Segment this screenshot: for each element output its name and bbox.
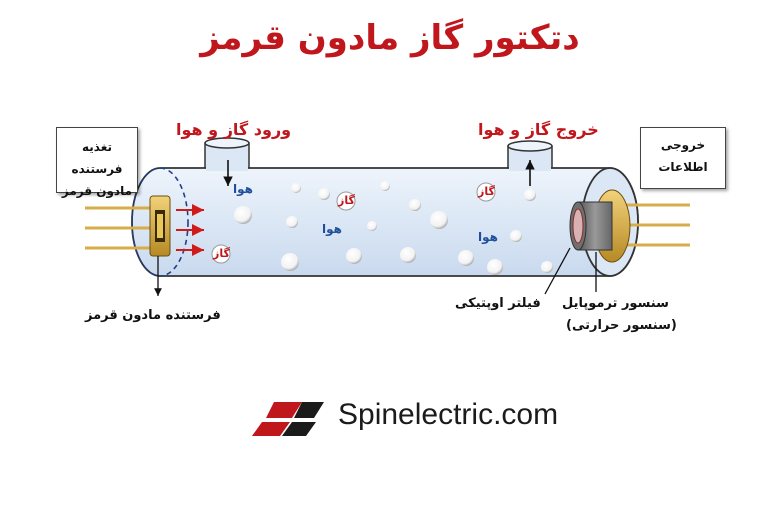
data-output-box: خروجی اطلاعات bbox=[640, 127, 726, 189]
transmitter-power-line2: مادون قرمز bbox=[61, 184, 133, 198]
inlet-label: ورود گاز و هوا bbox=[176, 120, 292, 139]
air-label: هوا bbox=[322, 222, 342, 236]
ir-transmitter bbox=[149, 195, 171, 257]
gas-label: گاز bbox=[338, 194, 355, 207]
gas-label: گاز bbox=[478, 185, 495, 198]
transmitter-power-box: تغذیه فرستنده مادون قرمز bbox=[56, 127, 138, 198]
air-label: هوا bbox=[233, 182, 253, 196]
data-output-line1: خروجی bbox=[660, 138, 706, 152]
sensor-pins bbox=[620, 203, 690, 247]
thermopile-label: سنسور ترموپایل bbox=[562, 296, 669, 311]
air-label: هوا bbox=[478, 230, 498, 244]
outlet-label: خروج گاز و هوا bbox=[478, 120, 599, 139]
data-output-line2: اطلاعات bbox=[658, 160, 708, 174]
thermopile-sensor bbox=[569, 189, 631, 263]
diagram-title: دتکتور گاز مادون قرمز bbox=[200, 18, 580, 58]
optical-filter-label: فیلتر اوپتیکی bbox=[455, 296, 541, 311]
thermal-sensor-label: (سنسور حرارتی) bbox=[566, 318, 677, 333]
transmitter-pins bbox=[85, 206, 155, 250]
ir-rays bbox=[176, 204, 204, 256]
molecules bbox=[211, 181, 553, 275]
brand-site: Spinelectric.com bbox=[338, 398, 559, 431]
transmitter-label: فرستنده مادون قرمز bbox=[85, 308, 221, 323]
gas-label: گاز bbox=[213, 247, 230, 260]
leader-lines bbox=[154, 247, 597, 296]
spinelectric-logo bbox=[252, 402, 324, 436]
transmitter-power-line1: تغذیه فرستنده bbox=[71, 140, 123, 176]
